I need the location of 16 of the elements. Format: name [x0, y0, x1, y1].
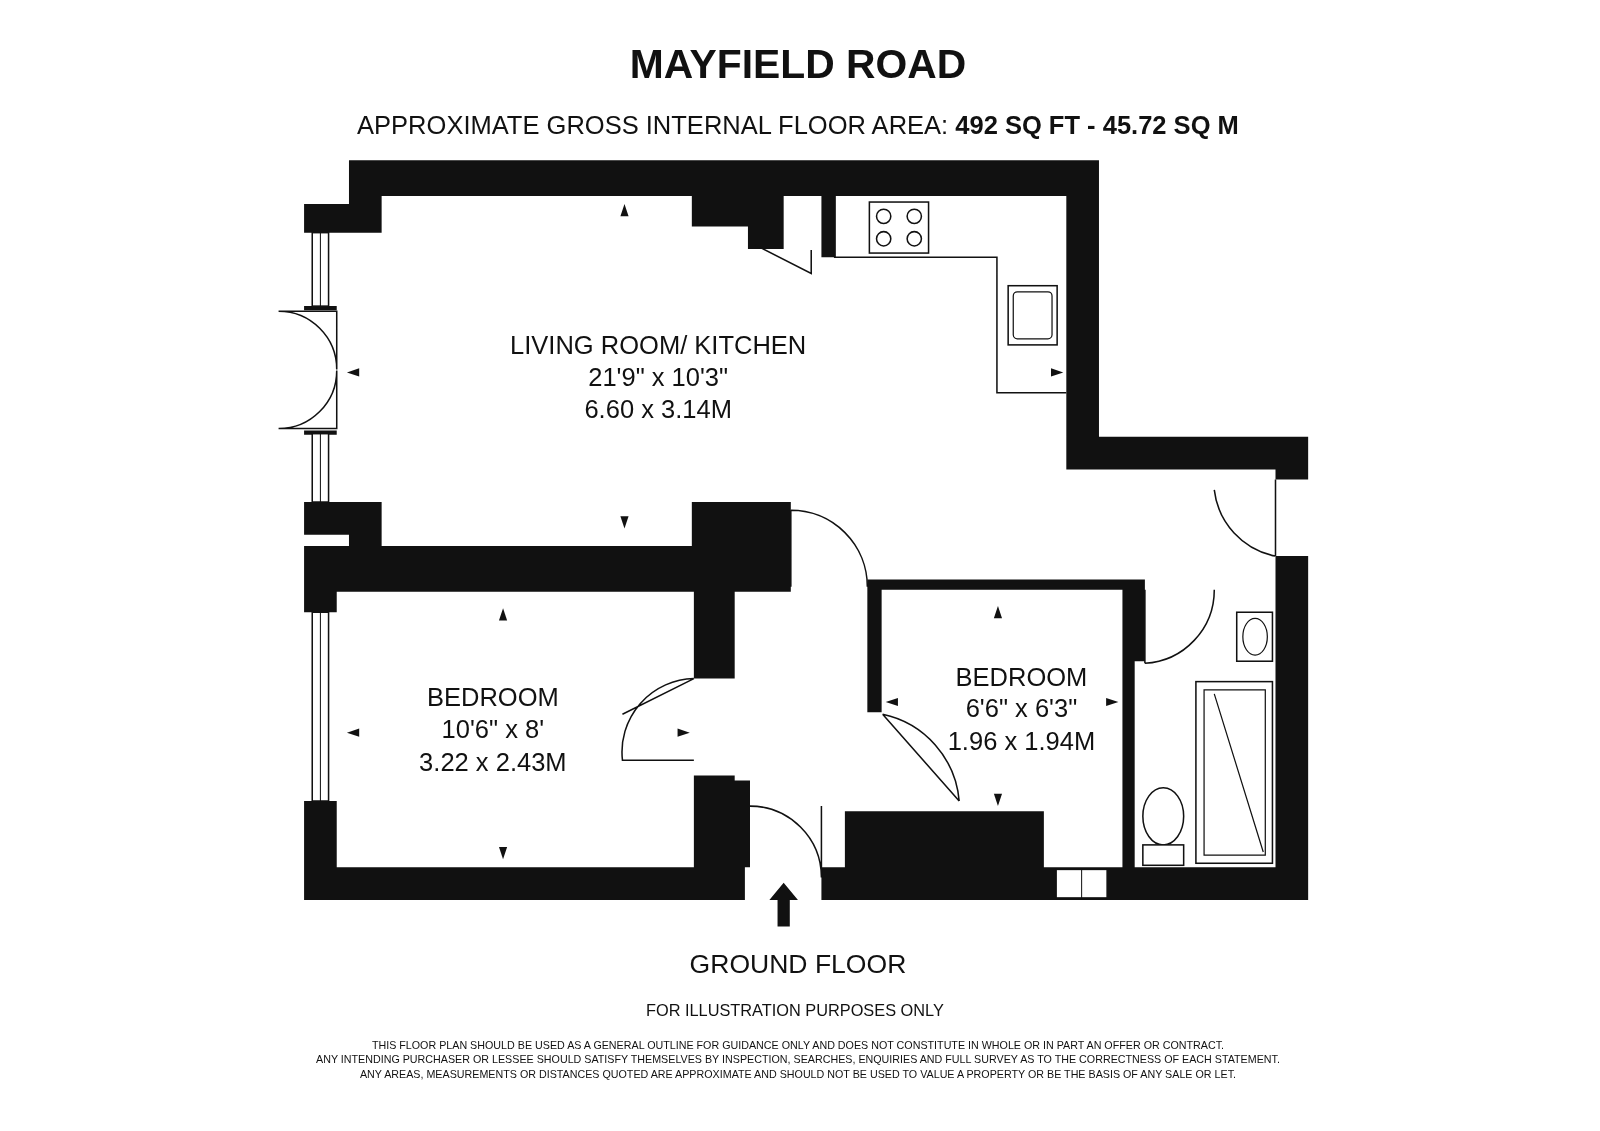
room-dimensions: 21'9" x 10'3" [587, 361, 730, 394]
disclaimer-line: THIS FLOOR PLAN SHOULD BE USED AS A GENERAL OUTLINE FOR GUIDANCE ONLY AND DOES NOT CONSTITUTE IN WHOLE OR IN PART AN OFFER OR CONTRACT. [371, 1038, 1224, 1051]
room-name: LIVING ROOM/ KITCHEN [510, 329, 807, 362]
plan-title: MAYFIELD ROAD [629, 40, 967, 87]
room-dimensions: 3.22 x 2.43M [419, 745, 567, 778]
room-name: BEDROOM [425, 681, 560, 714]
room-name: BEDROOM [954, 661, 1089, 693]
room-dimensions: 6'6" x 6'3" [964, 693, 1079, 725]
room-dimensions: 10'6" x 8' [440, 713, 546, 746]
room-dimensions: 6.60 x 3.14M [583, 393, 733, 426]
floor-label: GROUND FLOOR [689, 948, 907, 981]
disclaimer-line: ANY INTENDING PURCHASER OR LESSEE SHOULD SATISFY THEMSELVES BY INSPECTION, SEARCHES, ENQUIRIES AND FULL SURVEY AS TO THE CORRECTNESS OF EACH STATEMENT. [316, 1053, 1280, 1066]
disclaimer-line: ANY AREAS, MEASUREMENTS OR DISTANCES QUOTED ARE APPROXIMATE AND SHOULD NOT BE USED TO VALUE A PROPERTY OR BE THE BASIS OF ANY SALE OR LET. [359, 1067, 1236, 1080]
room-dimensions: 1.96 x 1.94M [947, 725, 1096, 757]
floor-area-subtitle: APPROXIMATE GROSS INTERNAL FLOOR AREA: 492 SQ FT - 45.72 SQ M [357, 110, 1239, 140]
illustration-note: FOR ILLUSTRATION PURPOSES ONLY [645, 1002, 944, 1021]
